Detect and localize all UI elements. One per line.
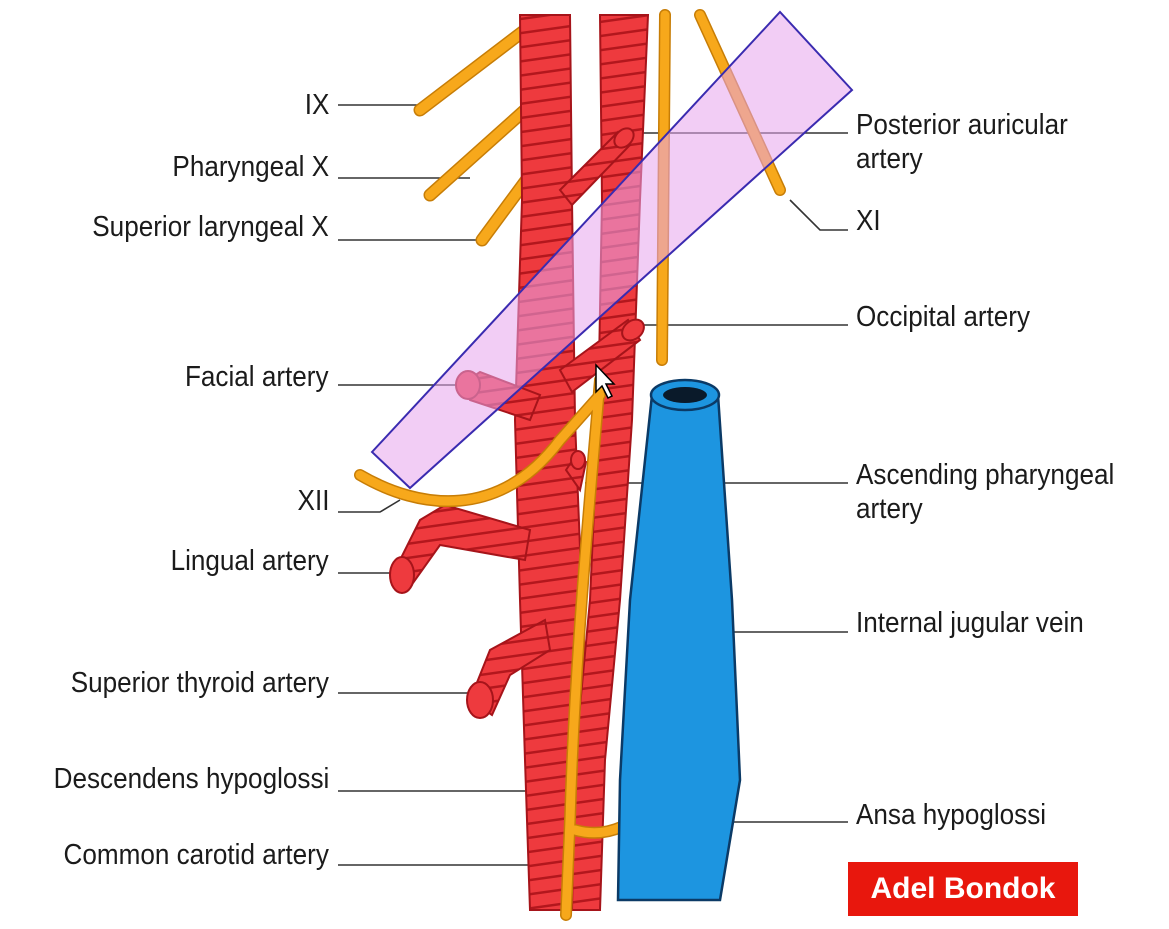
- label-ascending-pharyngeal-line1: Ascending pharyngeal: [856, 460, 1114, 490]
- label-superior-thyroid-artery: Superior thyroid artery: [71, 668, 329, 698]
- label-posterior-auricular-line1: Posterior auricular: [856, 110, 1068, 140]
- label-common-carotid-artery: Common carotid artery: [64, 840, 329, 870]
- watermark-badge: Adel Bondok: [848, 862, 1078, 916]
- label-descendens-hypoglossi: Descendens hypoglossi: [53, 764, 329, 794]
- label-ix: IX: [304, 90, 329, 120]
- internal-jugular-vein: [618, 380, 740, 900]
- label-lingual-artery: Lingual artery: [171, 546, 329, 576]
- label-posterior-auricular-line2: artery: [856, 144, 923, 174]
- nerves-outline: [420, 30, 530, 240]
- label-superior-laryngeal-x: Superior laryngeal X: [93, 212, 329, 242]
- label-ascending-pharyngeal-line2: artery: [856, 494, 923, 524]
- label-ansa-hypoglossi: Ansa hypoglossi: [856, 800, 1046, 830]
- label-xii: XII: [297, 486, 329, 516]
- label-xi: XI: [856, 206, 881, 236]
- label-occipital-artery: Occipital artery: [856, 302, 1030, 332]
- label-pharyngeal-x: Pharyngeal X: [172, 152, 329, 182]
- label-internal-jugular-vein: Internal jugular vein: [856, 608, 1084, 638]
- label-facial-artery: Facial artery: [185, 362, 329, 392]
